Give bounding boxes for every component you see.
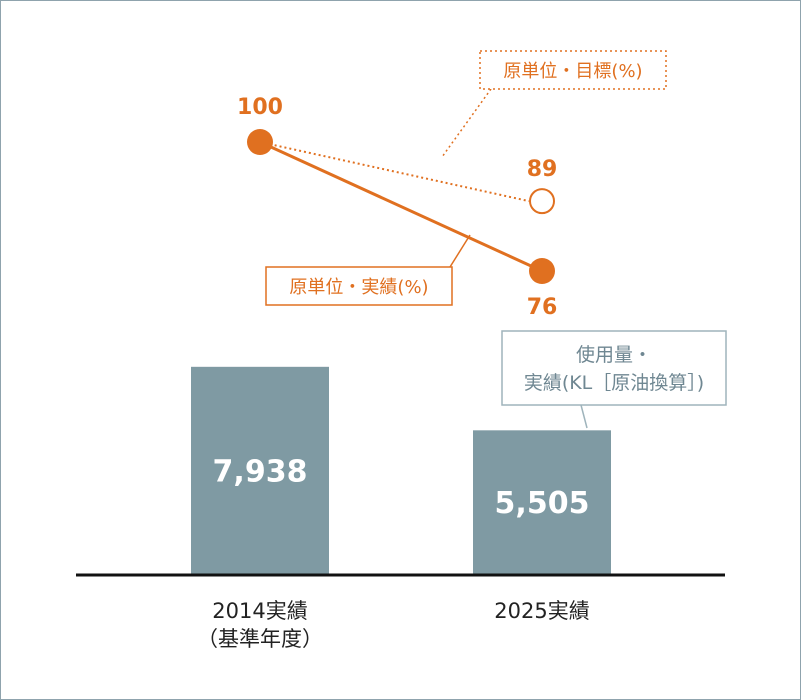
actual-point-0	[247, 129, 273, 155]
bars-callout-leader	[580, 404, 588, 429]
target-callout-label: 原単位・目標(%)	[503, 61, 642, 82]
bar-value-label-1: 5,505	[495, 486, 590, 521]
target-point-1	[529, 188, 555, 215]
actual-line	[259, 140, 543, 273]
category-label-0-1: （基準年度）	[197, 627, 323, 651]
category-label-1-0: 2025実績	[494, 599, 589, 623]
bars-layer: 7,938 5,505	[191, 366, 611, 574]
actual-callout-label: 原単位・実績(%)	[289, 277, 428, 298]
target-callout-box	[479, 50, 667, 90]
category-labels: 2014実績 （基準年度） 2025実績	[197, 599, 590, 651]
bars-callout-box	[501, 330, 727, 406]
target-line	[259, 141, 530, 203]
actual-value-label-0: 100	[237, 95, 283, 120]
actual-callout-box	[265, 266, 453, 306]
actual-value-label-1: 76	[527, 295, 558, 320]
bars-callout-label-0: 使用量・	[576, 344, 652, 366]
target-value-label-1: 89	[527, 157, 558, 182]
bars-callout-label-1: 実績(KL［原油換算］)	[524, 372, 704, 394]
category-label-0-0: 2014実績	[212, 599, 307, 623]
target-callout-leader	[441, 88, 492, 158]
lines-layer: 100 76 89	[237, 95, 557, 320]
actual-point-1	[529, 258, 555, 284]
actual-callout-leader	[449, 234, 471, 268]
bar-0	[191, 366, 329, 574]
bar-1	[473, 430, 611, 574]
callouts-layer: 原単位・目標(%) 原単位・実績(%) 使用量・実績(KL［原油換算］)	[265, 50, 727, 429]
bar-value-label-0: 7,938	[213, 454, 308, 489]
